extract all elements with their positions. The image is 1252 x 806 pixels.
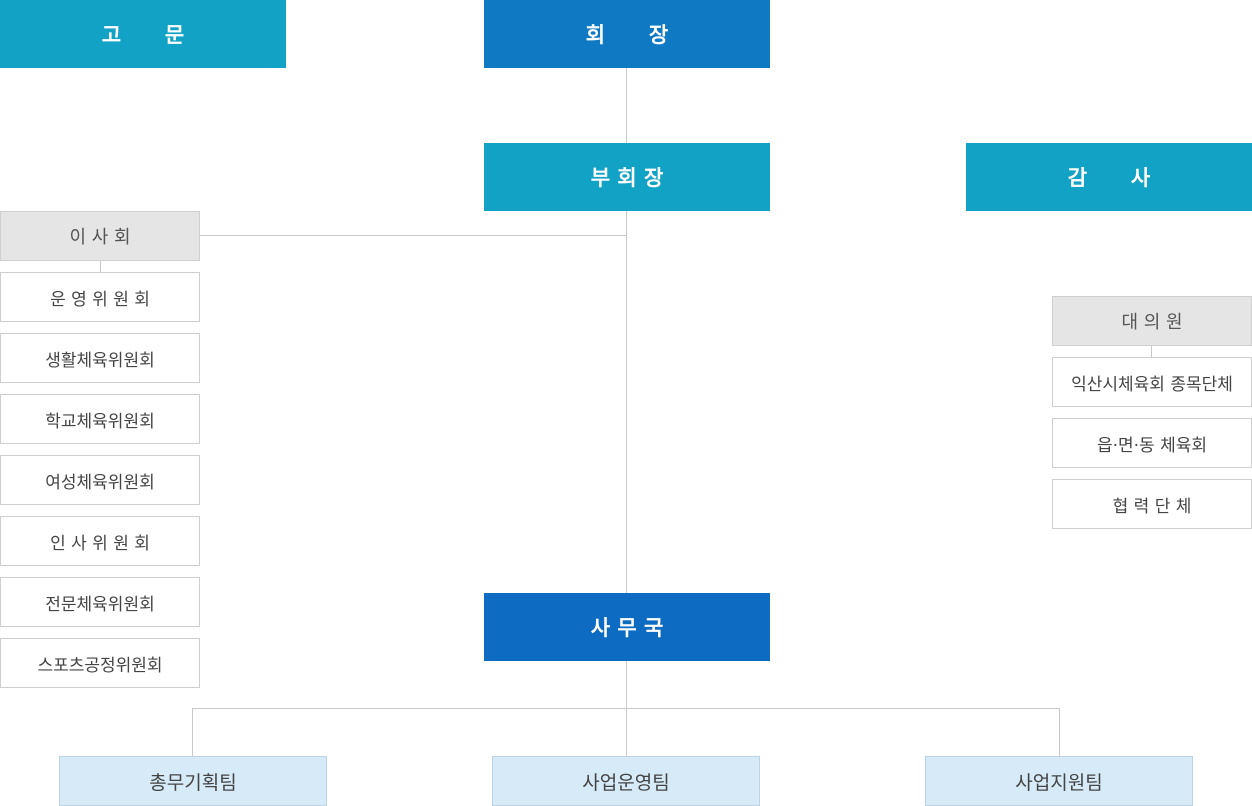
node-delegates: 대 의 원 (1052, 296, 1252, 346)
delegate-item: 협 력 단 체 (1052, 479, 1252, 529)
delegate-item: 읍·면·동 체육회 (1052, 418, 1252, 468)
connector-team-right (1059, 708, 1060, 756)
committee-item: 스포츠공정위원회 (0, 638, 200, 688)
committee-item: 생활체육위원회 (0, 333, 200, 383)
team-label: 사업운영팀 (582, 771, 670, 794)
connector-team-left (192, 708, 193, 756)
committee-label: 인 사 위 원 회 (50, 533, 150, 554)
delegate-label: 읍·면·동 체육회 (1096, 435, 1208, 456)
committee-label: 전문체육위원회 (45, 594, 155, 615)
node-advisor: 고 문 (0, 0, 286, 68)
node-secretariat-label: 사 무 국 (590, 616, 664, 640)
node-auditor: 감 사 (966, 143, 1252, 211)
team-business-operations: 사업운영팀 (492, 756, 760, 806)
committee-item: 학교체육위원회 (0, 394, 200, 444)
committee-item: 운 영 위 원 회 (0, 272, 200, 322)
node-auditor-label: 감 사 (1067, 166, 1151, 190)
committee-label: 여성체육위원회 (45, 472, 155, 493)
node-vice-chairman-label: 부 회 장 (590, 166, 664, 190)
committee-label: 생활체육위원회 (45, 350, 155, 371)
team-general-planning: 총무기획팀 (59, 756, 327, 806)
team-label: 총무기획팀 (149, 771, 237, 794)
connector-main-vertical (626, 68, 627, 756)
delegate-item: 익산시체육회 종목단체 (1052, 357, 1252, 407)
node-board: 이 사 회 (0, 211, 200, 261)
node-secretariat: 사 무 국 (484, 593, 770, 661)
node-advisor-label: 고 문 (101, 23, 185, 47)
connector-board-stub (100, 260, 101, 272)
node-board-label: 이 사 회 (69, 227, 131, 248)
node-vice-chairman: 부 회 장 (484, 143, 770, 211)
delegate-label: 익산시체육회 종목단체 (1071, 374, 1233, 395)
committee-item: 인 사 위 원 회 (0, 516, 200, 566)
connector-delegates-stub (1151, 345, 1152, 357)
committee-item: 전문체육위원회 (0, 577, 200, 627)
committee-item: 여성체육위원회 (0, 455, 200, 505)
node-delegates-label: 대 의 원 (1121, 312, 1183, 333)
committee-label: 운 영 위 원 회 (50, 289, 150, 310)
node-chairman-label: 회 장 (585, 23, 669, 47)
team-label: 사업지원팀 (1015, 771, 1103, 794)
connector-teams-horizontal (192, 708, 1060, 709)
committee-label: 학교체육위원회 (45, 411, 155, 432)
connector-board-horizontal (200, 235, 626, 236)
committee-label: 스포츠공정위원회 (37, 655, 163, 676)
delegate-label: 협 력 단 체 (1112, 496, 1192, 517)
team-business-support: 사업지원팀 (925, 756, 1193, 806)
node-chairman: 회 장 (484, 0, 770, 68)
